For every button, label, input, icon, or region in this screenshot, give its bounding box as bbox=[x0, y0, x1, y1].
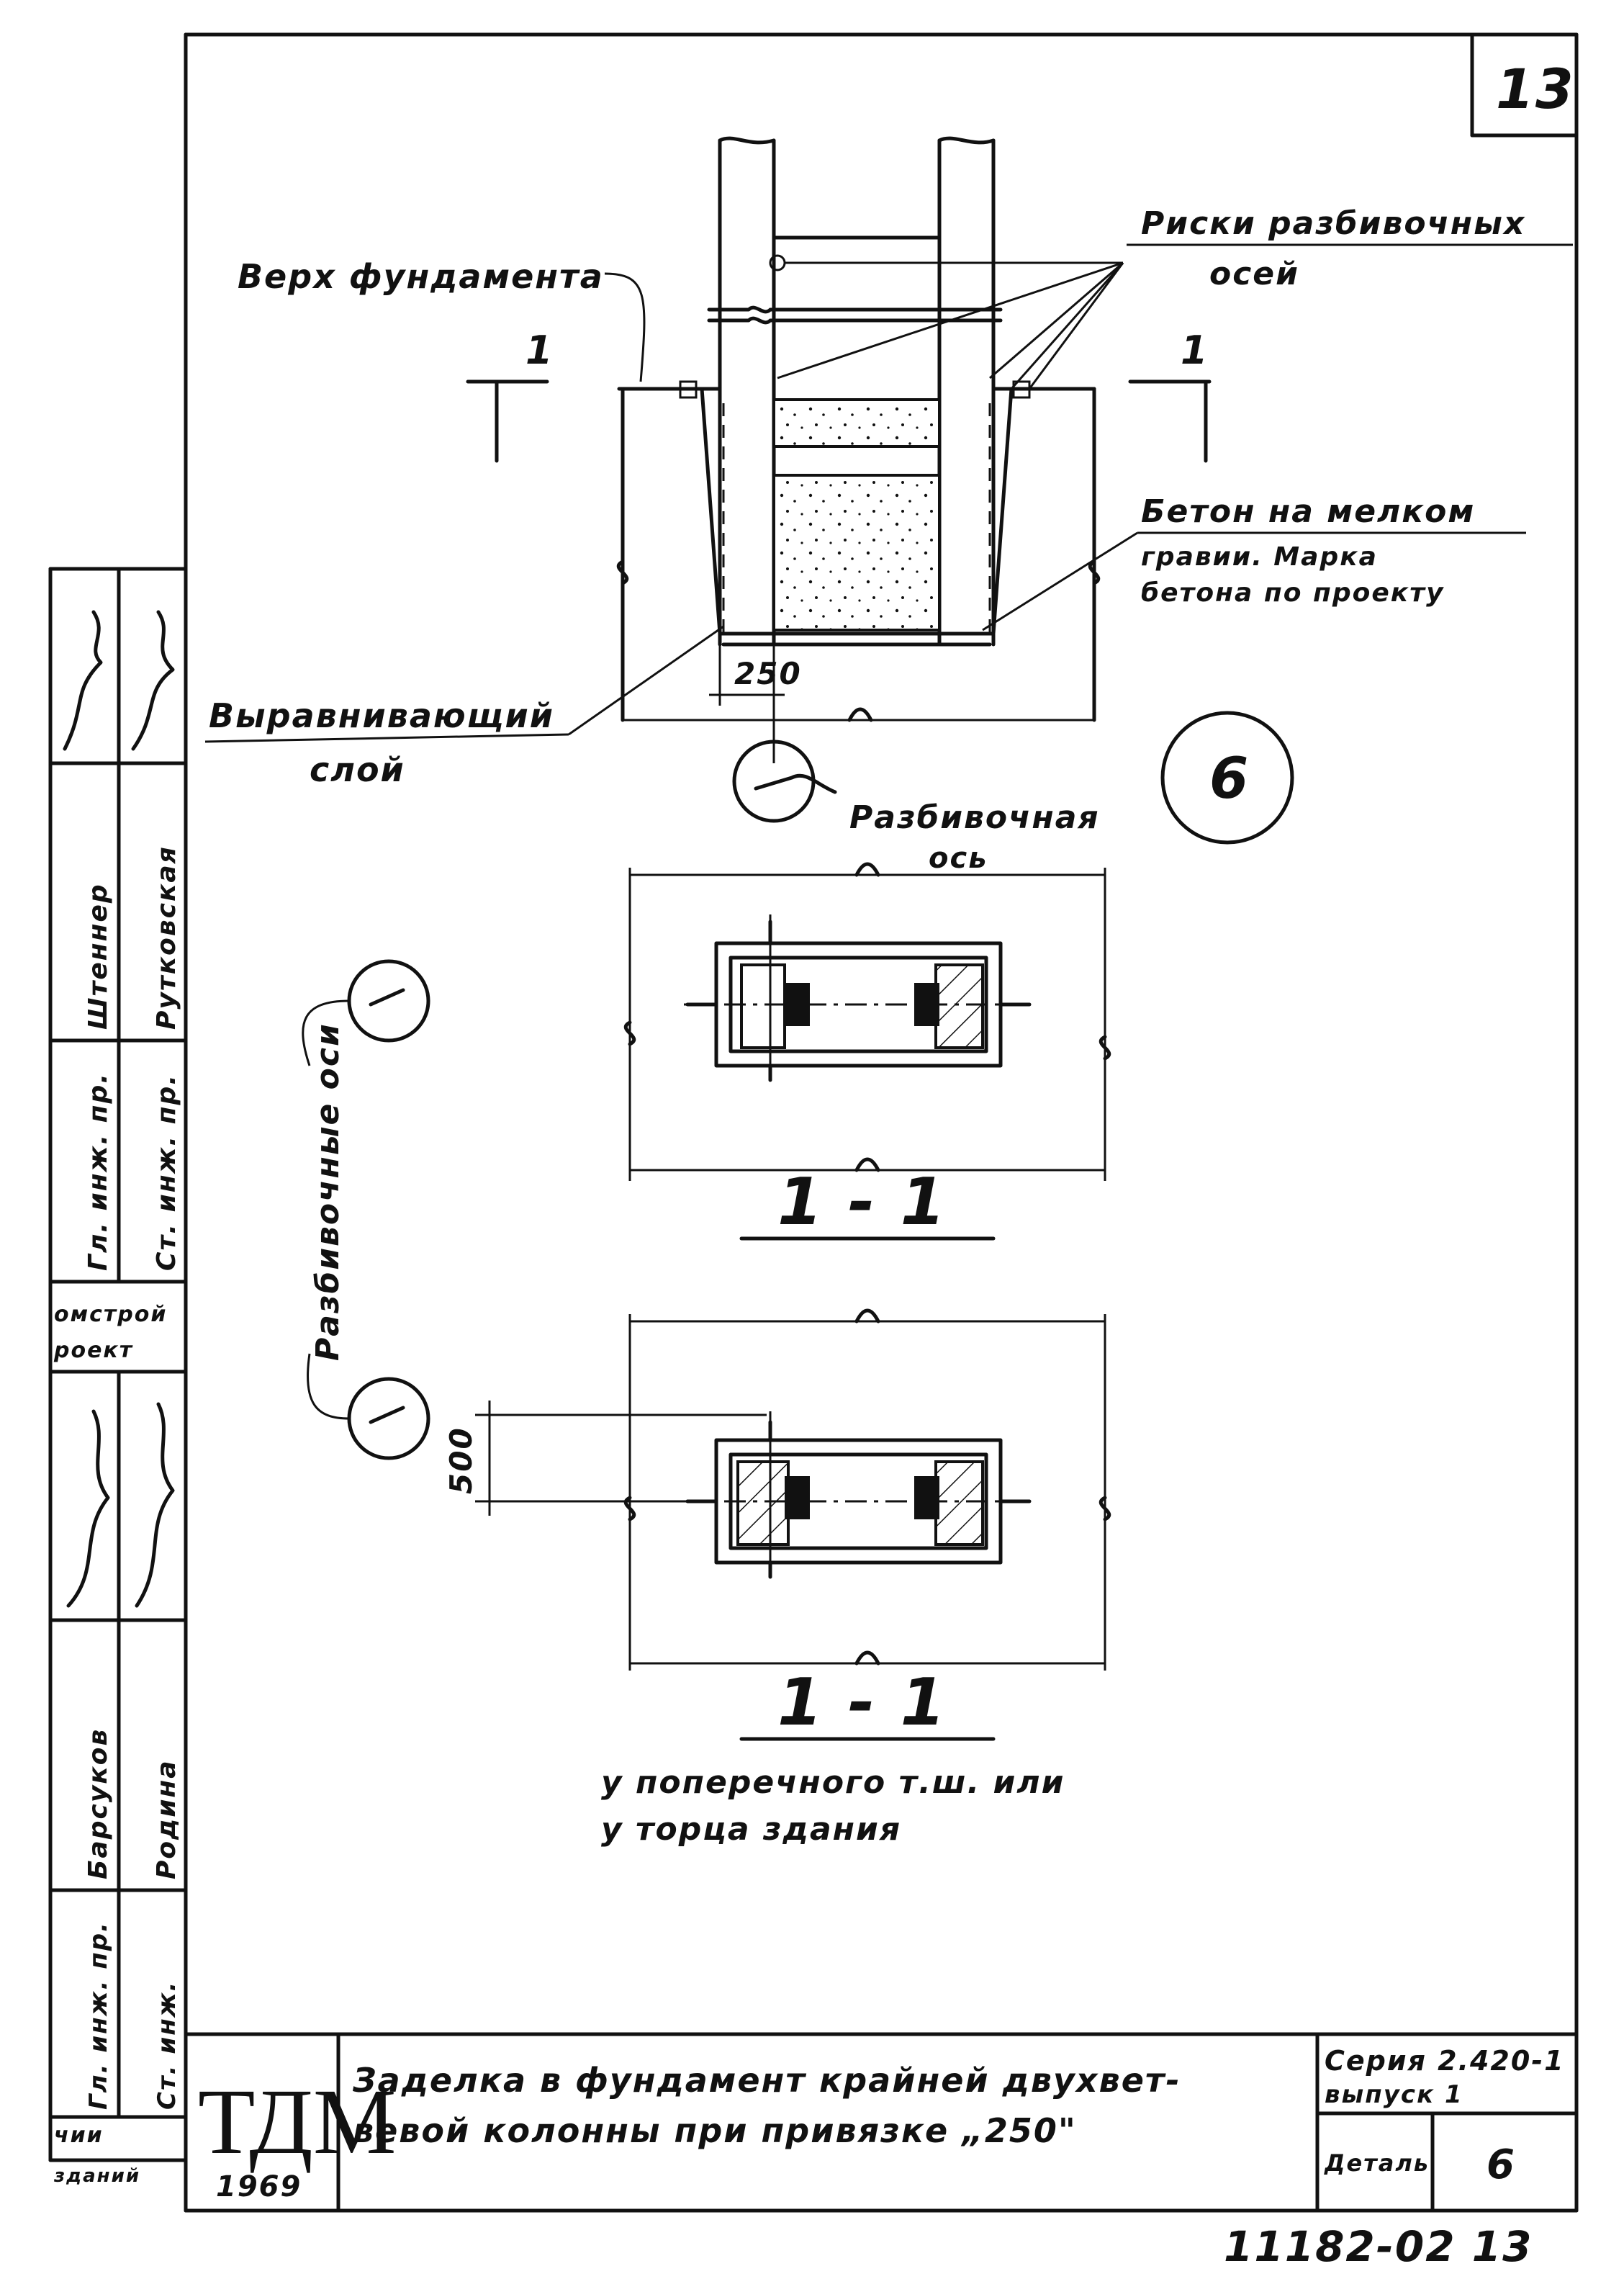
label-axis-risks-2: осей bbox=[1209, 256, 1299, 292]
stamp-role-3: Гл. инж. пр. bbox=[84, 1921, 113, 2110]
section-title-2: 1 - 1 bbox=[777, 1665, 947, 1740]
title-year: 1969 bbox=[216, 2170, 302, 2203]
stamp-name-1: Штеннер bbox=[84, 883, 113, 1030]
stamp-name-2: Рутковская bbox=[152, 845, 181, 1030]
stamp-role-1: Гл. инж. пр. bbox=[84, 1072, 113, 1271]
detail-circle-number: 6 bbox=[1209, 747, 1250, 812]
label-concrete-1: Бетон на мелком bbox=[1141, 493, 1475, 530]
stamp-org-2: роект bbox=[53, 1338, 133, 1363]
side-stamp bbox=[48, 567, 188, 2162]
label-leveling-1: Выравнивающий bbox=[209, 696, 554, 735]
layout-axes-bubble-2 bbox=[306, 1353, 430, 1460]
stamp-name-4: Родина bbox=[152, 1759, 181, 1879]
elevation-view bbox=[616, 136, 1123, 763]
section-note-2: у торца здания bbox=[601, 1811, 901, 1848]
detail-value: 6 bbox=[1487, 2141, 1516, 2188]
label-layout-axes-vertical: Разбивочные оси bbox=[310, 1022, 346, 1361]
section-title-1: 1 - 1 bbox=[777, 1164, 947, 1240]
section-1-plan bbox=[623, 862, 1111, 1181]
section-note-1: у поперечного т.ш. или bbox=[601, 1764, 1065, 1801]
leader-lines bbox=[204, 243, 1573, 743]
stamp-dept-1: чии bbox=[54, 2123, 104, 2148]
section-2-plan bbox=[475, 1308, 1111, 1671]
title-line-2: вевой колонны при привязке „250" bbox=[353, 2111, 1077, 2150]
detail-label: Деталь bbox=[1324, 2149, 1430, 2177]
series-line-2: выпуск 1 bbox=[1325, 2080, 1463, 2109]
dimension-500: 500 bbox=[443, 1426, 479, 1494]
stamp-org-1: омстрой bbox=[54, 1302, 167, 1327]
section-cut-marks bbox=[466, 379, 1212, 463]
stamp-name-3: Барсуков bbox=[84, 1728, 113, 1879]
label-leveling-2: слой bbox=[310, 750, 405, 789]
label-top-of-foundation: Верх фундамента bbox=[238, 257, 604, 296]
footer-code: 11182-02 13 bbox=[1224, 2222, 1533, 2271]
series-line-1: Серия 2.420-1 bbox=[1325, 2045, 1565, 2077]
sheet-number: 13 bbox=[1496, 57, 1575, 121]
section-cut-label-right: 1 bbox=[1181, 328, 1209, 373]
section-cut-label-left: 1 bbox=[525, 328, 554, 373]
stamp-role-4: Ст. инж. bbox=[153, 1981, 181, 2110]
layout-axis-bubble bbox=[732, 740, 837, 823]
title-line-1: Заделка в фундамент крайней двухвет- bbox=[352, 2061, 1181, 2100]
detail-circle bbox=[1160, 711, 1294, 845]
stamp-dept-2: зданий bbox=[53, 2165, 140, 2187]
label-layout-axis-2: ось bbox=[929, 842, 988, 875]
sheet-frame bbox=[184, 32, 1579, 2213]
title-logo: ТДМ bbox=[198, 2070, 397, 2174]
title-block bbox=[184, 2032, 1579, 2213]
label-concrete-3: бетона по проекту bbox=[1141, 578, 1445, 608]
stamp-role-2: Ст. инж. пр. bbox=[152, 1074, 181, 1271]
label-concrete-2: гравии. Марка bbox=[1141, 542, 1378, 572]
label-axis-risks-1: Риски разбивочных bbox=[1141, 205, 1525, 242]
layout-axes-bubble-1 bbox=[302, 959, 430, 1066]
dimension-250: 250 bbox=[734, 656, 802, 691]
label-layout-axis-1: Разбивочная bbox=[849, 799, 1100, 836]
